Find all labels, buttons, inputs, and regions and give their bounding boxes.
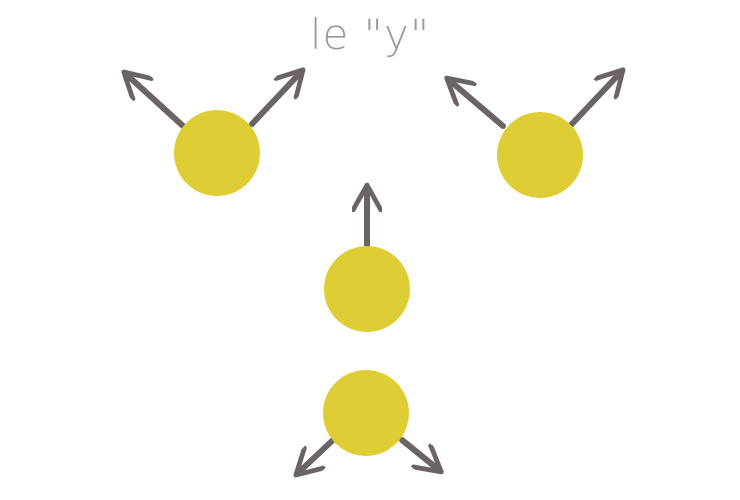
arrow-icon bbox=[298, 437, 336, 473]
ball-group-top-right bbox=[449, 72, 621, 198]
ball-icon bbox=[174, 110, 260, 196]
ball-icon bbox=[497, 112, 583, 198]
arrow-icon bbox=[249, 72, 301, 127]
arrow-icon bbox=[449, 80, 506, 129]
ball-group-bottom bbox=[298, 370, 439, 473]
diagram-title: le "y" bbox=[309, 10, 431, 59]
ball-group-top-left bbox=[126, 72, 301, 196]
ball-icon bbox=[324, 246, 410, 332]
arrow-icon bbox=[399, 437, 439, 470]
arrow-icon bbox=[126, 74, 186, 129]
arrow-icon bbox=[568, 72, 621, 128]
ball-group-middle bbox=[324, 188, 410, 332]
ball-icon bbox=[323, 370, 409, 456]
